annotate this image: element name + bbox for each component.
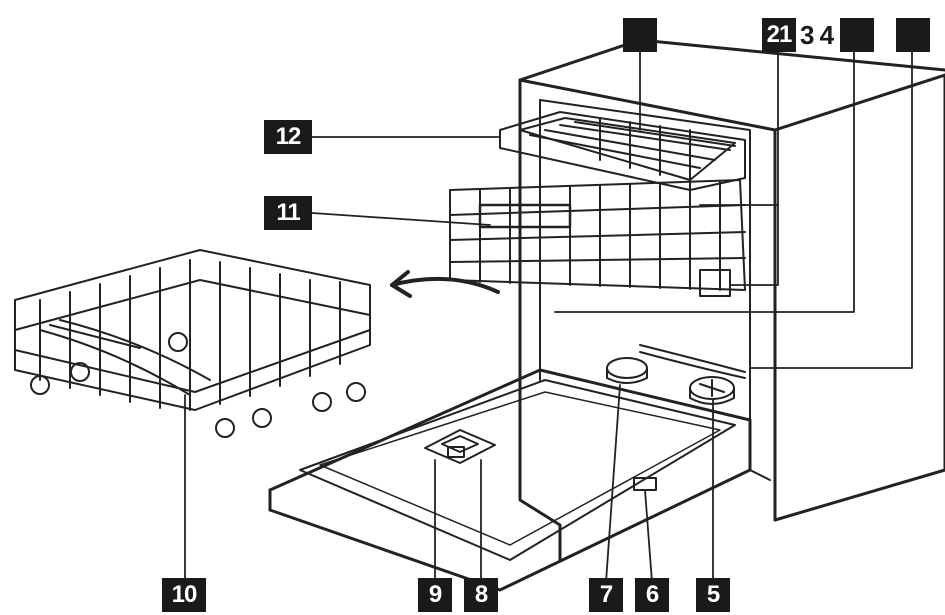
label-9: 9 xyxy=(418,578,452,612)
label-11: 11 xyxy=(264,196,312,230)
label-7: 7 xyxy=(589,578,623,612)
lower-basket xyxy=(14,249,371,438)
label-21: 21 xyxy=(762,18,796,52)
filter xyxy=(606,357,648,384)
dishwasher-door xyxy=(268,368,752,592)
dishwasher-cabinet xyxy=(518,38,945,562)
label-5: 5 xyxy=(696,578,730,612)
label-12: 12 xyxy=(264,120,312,154)
label-3-4: 3 4 xyxy=(800,20,834,50)
label-10: 10 xyxy=(162,578,206,612)
detergent-dispenser xyxy=(424,429,496,464)
upper-rack xyxy=(449,179,746,297)
leader-lines xyxy=(184,51,913,583)
pull-out-arrow xyxy=(390,270,500,298)
label-8: 8 xyxy=(464,578,498,612)
label-4 xyxy=(896,18,930,52)
cutlery-tray xyxy=(499,111,746,191)
label-6: 6 xyxy=(635,578,669,612)
label-3 xyxy=(840,18,874,52)
lower-spray-arm xyxy=(639,344,746,379)
label-1 xyxy=(623,18,657,52)
salt-container-cap xyxy=(689,376,735,405)
